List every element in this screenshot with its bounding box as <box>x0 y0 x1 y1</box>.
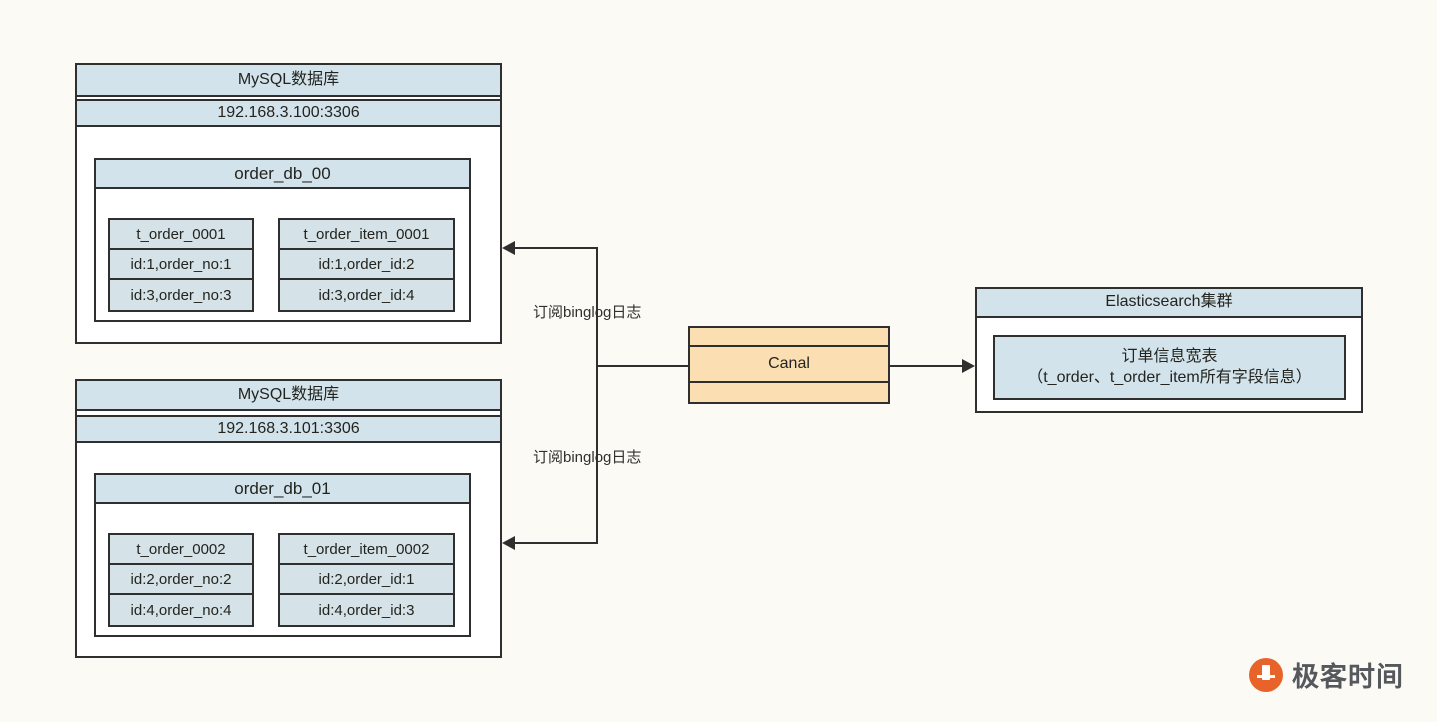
table-row: id:2,order_no:2 <box>110 565 252 595</box>
edge-label-binlog-lower: 订阅binglog日志 <box>533 449 642 466</box>
table-t-order-0002: t_order_0002 id:2,order_no:2 id:4,order_… <box>108 533 254 627</box>
table-row: id:4,order_id:3 <box>280 595 453 625</box>
geekbang-logo-icon <box>1249 657 1283 692</box>
table-row: id:3,order_no:3 <box>110 280 252 310</box>
mysql-node-1-title: MySQL数据库 <box>75 63 502 97</box>
binlog-arrow-lower <box>502 536 515 550</box>
table-row: id:4,order_no:4 <box>110 595 252 625</box>
table-row: id:1,order_id:2 <box>280 250 453 280</box>
binlog-trunk-line <box>596 248 598 544</box>
table-header: t_order_item_0001 <box>280 220 453 250</box>
canal-label: Canal <box>690 347 888 383</box>
mysql-node-2-database-title: order_db_01 <box>94 473 471 504</box>
table-row: id:1,order_no:1 <box>110 250 252 280</box>
table-header: t_order_0002 <box>110 535 252 565</box>
mysql-node-1-address: 192.168.3.100:3306 <box>75 99 502 127</box>
canal-top-band <box>690 328 888 347</box>
elasticsearch-index-line-1: 订单信息宽表 <box>1121 347 1218 365</box>
canal-to-es-line <box>890 365 962 367</box>
table-t-order-0001: t_order_0001 id:1,order_no:1 id:3,order_… <box>108 218 254 312</box>
watermark: 极客时间 <box>1249 655 1404 694</box>
elasticsearch-index-box: 订单信息宽表 （t_order、t_order_item所有字段信息） <box>993 335 1346 400</box>
table-header: t_order_item_0002 <box>280 535 453 565</box>
mysql-node-2-address: 192.168.3.101:3306 <box>75 415 502 443</box>
mysql-node-1-database-title: order_db_00 <box>94 158 471 189</box>
mysql-node-2-title: MySQL数据库 <box>75 379 502 411</box>
elasticsearch-title: Elasticsearch集群 <box>975 287 1363 318</box>
edge-label-binlog-upper: 订阅binglog日志 <box>533 304 642 321</box>
binlog-arrow-upper <box>502 241 515 255</box>
binlog-branch-upper <box>509 247 598 249</box>
table-header: t_order_0001 <box>110 220 252 250</box>
elasticsearch-index-line-2: （t_order、t_order_item所有字段信息） <box>1027 369 1312 386</box>
table-row: id:2,order_id:1 <box>280 565 453 595</box>
canal-bottom-band <box>690 383 888 402</box>
canal-node: Canal <box>688 326 890 404</box>
table-t-order-item-0001: t_order_item_0001 id:1,order_id:2 id:3,o… <box>278 218 455 312</box>
table-row: id:3,order_id:4 <box>280 280 453 310</box>
watermark-text: 极客时间 <box>1292 662 1404 692</box>
table-t-order-item-0002: t_order_item_0002 id:2,order_id:1 id:4,o… <box>278 533 455 627</box>
canal-to-es-arrow <box>962 359 975 373</box>
binlog-branch-lower <box>509 542 598 544</box>
canal-left-spur <box>597 365 688 367</box>
